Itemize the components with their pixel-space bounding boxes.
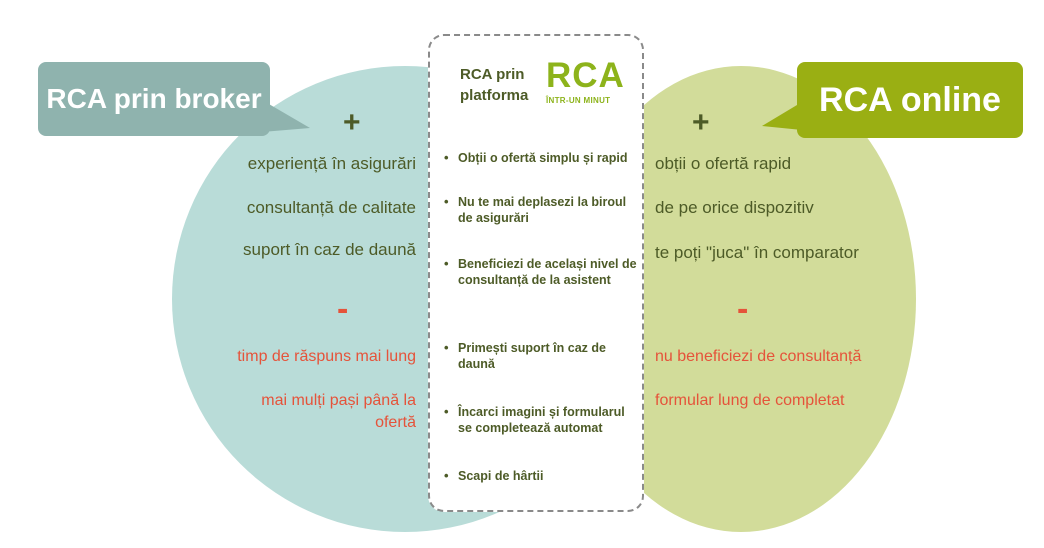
platform-title: RCA prin platforma — [460, 64, 528, 106]
bullet-icon: • — [444, 340, 449, 355]
online-plus-sign: + — [692, 106, 710, 139]
broker-plus-sign: + — [343, 106, 361, 139]
platform-benefit-item: • Beneficiezi de același nivel de consul… — [442, 256, 638, 288]
platform-benefit-text: Scapi de hârtii — [458, 469, 544, 483]
platform-panel: RCA prin platforma RCA ÎNTR-UN MINUT • O… — [428, 34, 644, 512]
broker-bubble-tail — [262, 100, 310, 132]
bullet-icon: • — [444, 468, 449, 483]
broker-pro-item: experiență în asigurări — [247, 154, 416, 173]
broker-con-item: ofertă — [375, 414, 416, 431]
bullet-icon: • — [444, 404, 449, 419]
platform-benefit-item: • Obții o ofertă simplu și rapid — [442, 150, 638, 166]
online-pro-item: obții o ofertă rapid — [655, 154, 792, 173]
platform-benefit-text: Încarci imagini și formularul se complet… — [458, 405, 625, 435]
bullet-icon: • — [444, 256, 449, 271]
online-con-item: formular lung de completat — [655, 392, 845, 409]
online-pro-item: te poți "juca" în comparator — [655, 243, 859, 262]
bullet-icon: • — [444, 194, 449, 209]
online-title: RCA online — [819, 80, 1001, 119]
broker-pro-item: suport în caz de daună — [243, 240, 416, 259]
platform-benefit-text: Obții o ofertă simplu și rapid — [458, 151, 628, 165]
platform-benefit-text: Beneficiezi de același nivel de consulta… — [458, 257, 637, 287]
platform-title-line: RCA prin — [460, 66, 525, 83]
platform-benefit-text: Primești suport în caz de daună — [458, 341, 606, 371]
platform-benefit-item: • Primești suport în caz de daună — [442, 340, 638, 372]
platform-benefit-item: • Nu te mai deplasezi la biroul de asigu… — [442, 194, 638, 226]
broker-title: RCA prin broker — [46, 83, 262, 114]
bullet-icon: • — [444, 150, 449, 165]
rca-logo-word: RCA — [546, 56, 625, 95]
broker-minus-sign: - — [337, 290, 349, 328]
online-title-bubble: RCA online — [797, 62, 1023, 138]
broker-con-item: timp de răspuns mai lung — [237, 348, 416, 365]
rca-logo-tagline: ÎNTR-UN MINUT — [546, 96, 611, 105]
online-minus-sign: - — [737, 290, 749, 328]
online-con-item: nu beneficiezi de consultanță — [655, 348, 862, 365]
platform-benefit-item: • Scapi de hârtii — [442, 468, 638, 484]
online-pro-item: de pe orice dispozitiv — [655, 198, 814, 217]
broker-pro-item: consultanță de calitate — [246, 198, 416, 217]
platform-title-line: platforma — [460, 87, 529, 104]
platform-benefit-item: • Încarci imagini și formularul se compl… — [442, 404, 638, 436]
broker-con-item: mai mulți pași până la — [261, 392, 416, 409]
online-bubble-tail — [762, 102, 802, 130]
platform-benefit-text: Nu te mai deplasezi la biroul de asigură… — [458, 195, 627, 225]
broker-title-bubble: RCA prin broker — [38, 62, 270, 136]
